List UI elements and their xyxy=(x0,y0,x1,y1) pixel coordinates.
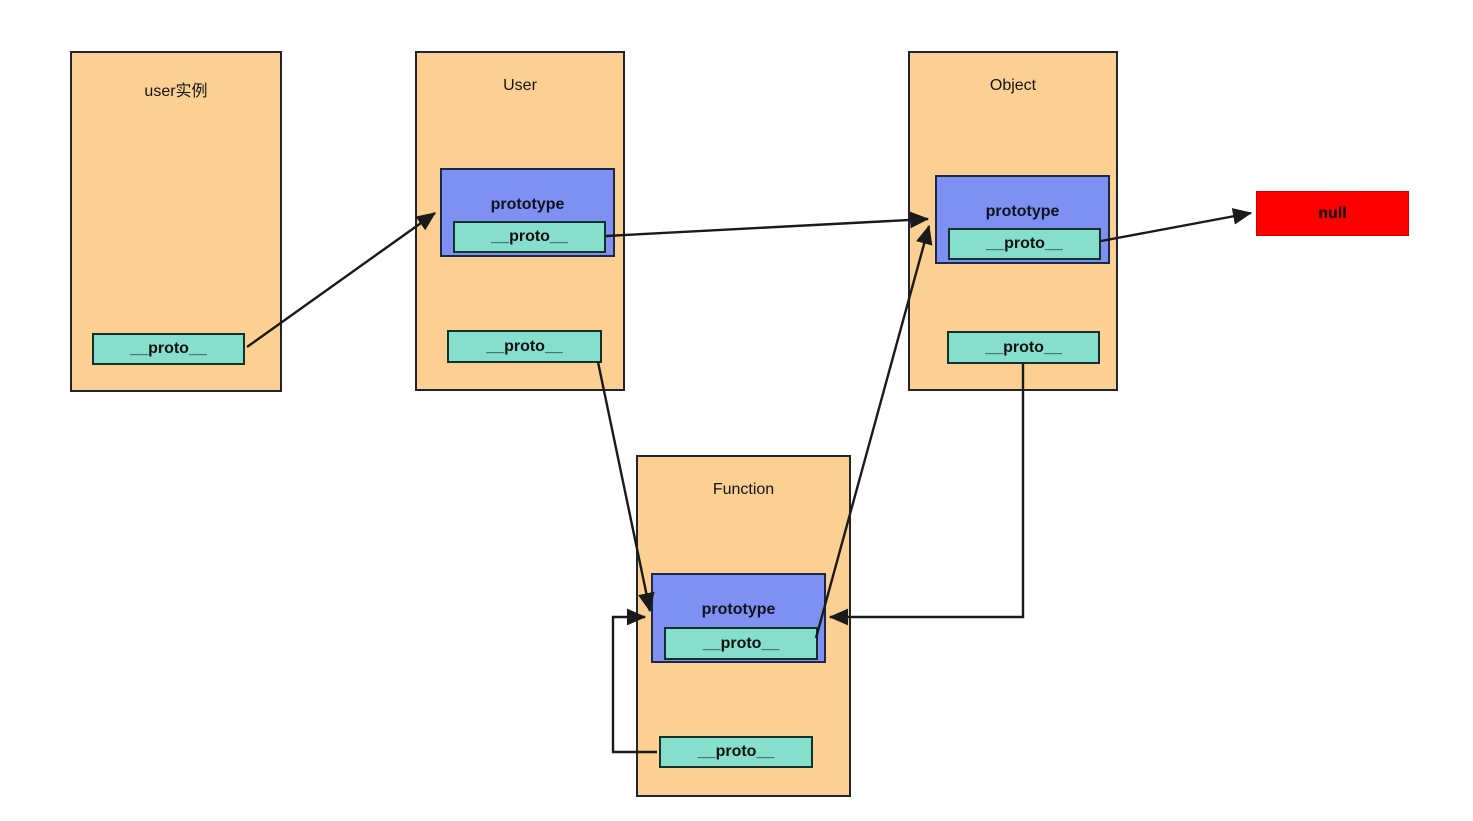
edge-user-prototype-to-object-prototype xyxy=(605,211,930,238)
object-prototype-proto-label: __proto__ xyxy=(986,235,1063,252)
object-prototype-box: prototype __proto__ xyxy=(935,175,1110,264)
user-proto-label: __proto__ xyxy=(486,337,563,355)
user-prototype-proto-slot: __proto__ xyxy=(453,221,606,253)
function-proto-slot: __proto__ xyxy=(659,736,813,768)
node-function: Function prototype __proto__ __proto__ xyxy=(636,455,851,797)
user-prototype-label: prototype xyxy=(490,196,565,213)
function-prototype-label: prototype xyxy=(701,601,776,618)
node-object-title: Object xyxy=(989,77,1037,94)
user-prototype-box: prototype __proto__ xyxy=(440,168,615,257)
object-prototype-label: prototype xyxy=(985,203,1060,220)
function-prototype-proto-label: __proto__ xyxy=(702,634,780,652)
object-proto-label: __proto__ xyxy=(985,338,1062,356)
node-user-title: User xyxy=(503,77,537,94)
function-prototype-proto-slot: __proto__ xyxy=(664,627,818,660)
user-instance-proto-slot: __proto__ xyxy=(92,333,245,365)
function-prototype-box: prototype __proto__ xyxy=(651,573,826,663)
user-prototype-proto-label: __proto__ xyxy=(491,228,568,245)
edge-object-prototype-to-null xyxy=(1100,208,1253,243)
function-proto-label: __proto__ xyxy=(697,743,775,760)
edge-object-to-function-prototype xyxy=(828,364,1025,626)
object-proto-slot: __proto__ xyxy=(947,331,1100,364)
node-user: User prototype __proto__ __proto__ xyxy=(415,51,625,391)
node-function-title: Function xyxy=(712,481,775,498)
node-user-instance-title: user实例 xyxy=(144,83,208,100)
user-proto-slot: __proto__ xyxy=(447,330,602,363)
node-user-instance: user实例 __proto__ xyxy=(70,51,282,392)
null-label: null xyxy=(1318,204,1347,222)
object-prototype-proto-slot: __proto__ xyxy=(948,228,1101,260)
node-object: Object prototype __proto__ __proto__ xyxy=(908,51,1118,391)
user-instance-proto-label: __proto__ xyxy=(130,340,207,357)
node-null: null xyxy=(1256,191,1409,236)
